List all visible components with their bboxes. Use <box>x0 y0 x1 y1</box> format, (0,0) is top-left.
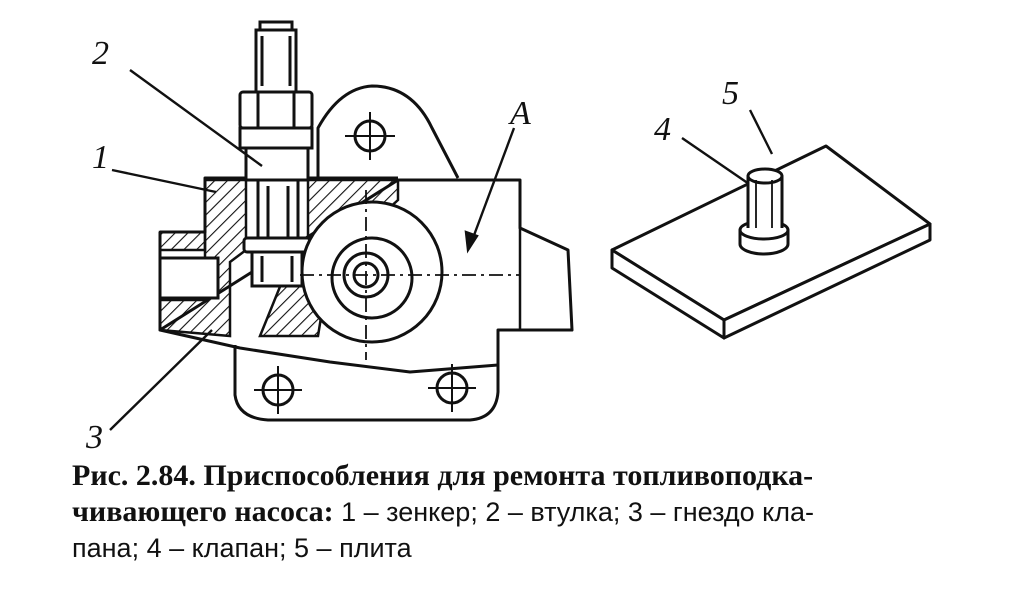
bottom-left-mounting-hole <box>254 366 302 414</box>
bottom-mounting-flange <box>233 345 500 422</box>
plate-with-valve <box>610 144 932 340</box>
caption-line-3: пана; 4 – клапан; 5 – плита <box>72 533 412 563</box>
leader-1 <box>111 168 217 194</box>
mounting-holes <box>254 112 476 414</box>
arrow-A <box>464 230 479 254</box>
fuel-pump-repair-fixtures-drawing: 2 1 3 A 4 5 <box>85 20 932 456</box>
top-mounting-hole <box>345 112 395 160</box>
valve <box>738 167 790 256</box>
leader-5 <box>748 109 774 155</box>
leader-3 <box>109 329 213 431</box>
label-3: 3 <box>85 419 103 456</box>
callout-labels: 2 1 3 A 4 5 <box>85 35 739 456</box>
leader-A <box>468 127 516 247</box>
leader-4 <box>681 137 753 187</box>
cam-housing <box>300 190 520 360</box>
leader-lines <box>109 69 774 431</box>
top-mounting-ear <box>316 84 460 179</box>
caption-title: Рис. 2.84. Приспособления для ремонта то… <box>72 459 814 492</box>
label-2: 2 <box>92 35 109 72</box>
plate-side-face <box>722 222 932 340</box>
label-A: A <box>508 95 531 132</box>
label-4: 4 <box>654 111 671 148</box>
label-5: 5 <box>722 75 739 112</box>
caption-line-1: Рис. 2.84. Приспособления для ремонта то… <box>72 458 992 494</box>
caption-line-2: чивающего насоса: 1 – зенкер; 2 – втулка… <box>72 494 992 530</box>
bottom-right-mounting-hole <box>428 364 476 412</box>
inner-bore <box>158 178 312 300</box>
leader-2 <box>129 69 263 167</box>
figure-caption: Рис. 2.84. Приспособления для ремонта то… <box>72 458 992 566</box>
caption-legend-part: 1 – зенкер; 2 – втулка; 3 – гнездо кла- <box>333 497 815 527</box>
caption-title-end: чивающего насоса: <box>72 495 334 528</box>
label-1: 1 <box>92 139 109 176</box>
fitting-stem <box>238 20 314 182</box>
